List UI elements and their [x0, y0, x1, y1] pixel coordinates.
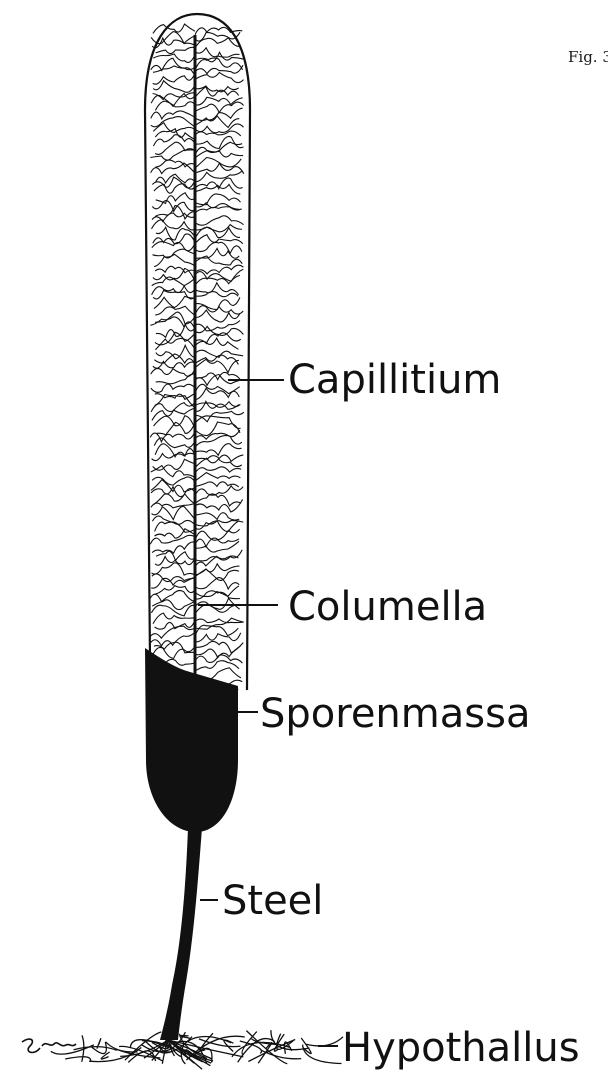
capillitium-strand	[195, 436, 242, 448]
capillitium-strand	[195, 292, 238, 297]
capillitium-strand	[152, 286, 195, 295]
capillitium-strand	[195, 513, 239, 520]
hypothallus-label: Hypothallus	[342, 1025, 580, 1071]
capillitium-strand	[155, 160, 195, 167]
capillitium-strand	[195, 350, 243, 357]
capillitium-strand	[195, 297, 240, 309]
capillitium-strand	[151, 384, 195, 392]
capillitium-strand	[152, 542, 195, 553]
capillitium-strand	[152, 408, 195, 420]
capillitium-strand	[156, 193, 195, 204]
capillitium-strand	[195, 248, 239, 258]
capillitium-strand	[195, 207, 242, 213]
capillitium-strand	[195, 58, 243, 70]
capillitium-strand	[151, 117, 195, 127]
capillitium-label: Capillitium	[288, 357, 501, 403]
capillitium-strand	[195, 171, 242, 181]
capillitium-strand	[195, 655, 242, 663]
capillitium-strand	[156, 422, 195, 434]
capillitium-strand	[195, 256, 242, 265]
hypothallus-network	[51, 1030, 343, 1069]
capillitium-strand	[153, 459, 195, 470]
capillitium-strand	[195, 499, 243, 512]
capillitium-strand	[154, 494, 195, 505]
capillitium-strand	[195, 486, 243, 496]
capillitium-strand	[195, 48, 240, 57]
capillitium-strand	[195, 467, 241, 473]
capillitium-strand	[151, 605, 195, 616]
capillitium-strand	[155, 529, 196, 538]
capillitium-strand	[195, 458, 242, 468]
capillitium-strand	[150, 150, 195, 160]
capillitium-strand	[150, 535, 195, 544]
capillitium-strand	[195, 661, 239, 671]
hypothallus-strand	[65, 1057, 90, 1061]
capillitium-strand	[155, 338, 195, 349]
figure-label: Fig. 3	[568, 48, 608, 66]
capillitium-strand	[195, 194, 241, 205]
capillitium-strand	[153, 613, 195, 624]
capillitium-strand	[195, 444, 242, 456]
capillitium-strand	[195, 564, 240, 575]
capillitium-strand	[195, 586, 239, 597]
capillitium-strand	[152, 506, 196, 519]
capillitium-strand	[153, 73, 195, 84]
capillitium-strand	[195, 359, 239, 372]
hypothallus-strand	[306, 1037, 343, 1046]
capillitium-strand	[195, 482, 239, 487]
capillitium-strand	[156, 551, 195, 560]
capillitium-strand	[195, 541, 239, 552]
capillitium-strand	[195, 473, 240, 481]
capillitium-strand	[195, 72, 244, 82]
spore-mass	[145, 648, 238, 832]
hypothallus-strand	[51, 1045, 94, 1054]
capillitium-strand	[195, 97, 243, 105]
stalk	[160, 828, 202, 1040]
capillitium-strand	[155, 129, 195, 140]
capillitium-strand	[195, 27, 242, 34]
capillitium-strand	[156, 345, 195, 358]
capillitium-strand	[195, 550, 242, 561]
capillitium-strand	[155, 142, 195, 154]
capillitium-strand	[195, 641, 243, 652]
steel-label: Steel	[222, 878, 323, 924]
capillitium-strand	[152, 220, 196, 230]
capillitium-strand	[195, 633, 241, 642]
capillitium-strand	[154, 296, 195, 308]
columella-label: Columella	[288, 584, 487, 630]
capillitium-strand	[195, 184, 240, 194]
capillitium-strand	[156, 324, 195, 337]
capillitium-strand	[195, 388, 239, 399]
capillitium-strand	[151, 58, 195, 70]
capillitium-strand	[156, 47, 195, 53]
capillitium-strand	[153, 646, 196, 658]
capillitium-strand	[195, 136, 244, 148]
sporenmassa-label: Sporenmassa	[260, 691, 530, 737]
capillitium-strand	[154, 184, 195, 193]
capillitium-strand	[151, 368, 195, 376]
capillitium-strand	[156, 374, 195, 384]
capillitium-strand	[155, 393, 195, 399]
capillitium-strand	[195, 321, 240, 331]
capillitium-strand	[195, 216, 244, 225]
capillitium-strand	[195, 306, 243, 315]
capillitium-strand	[195, 598, 240, 609]
capillitium-network	[150, 24, 244, 692]
capillitium-strand	[152, 277, 195, 286]
capillitium-strand	[154, 416, 195, 429]
artist-signature	[22, 1039, 76, 1052]
capillitium-strand	[195, 538, 239, 547]
capillitium-strand	[150, 591, 195, 602]
capillitium-strand	[195, 625, 238, 636]
capillitium-strand	[151, 503, 195, 508]
capillitium-strand	[152, 201, 195, 212]
hypothallus-strand	[82, 1035, 84, 1061]
